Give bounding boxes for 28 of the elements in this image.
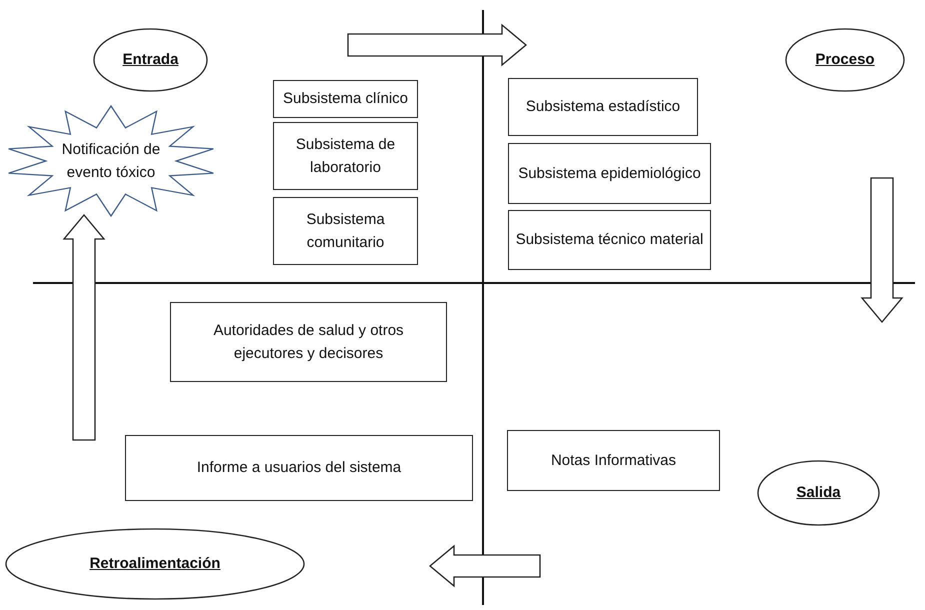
- process-box: [273, 122, 418, 190]
- box-text: Subsistema estadístico: [526, 97, 680, 118]
- process-box: [273, 197, 418, 265]
- box-text: Subsistema comunitario: [305, 210, 386, 253]
- heading-text: Proceso: [815, 50, 875, 70]
- process-box: [508, 210, 711, 270]
- process-box: [508, 143, 711, 204]
- heading-text: Salida: [796, 483, 841, 504]
- box-text: Notas Informativas: [550, 450, 676, 471]
- process-box: [170, 302, 447, 382]
- box-text: Subsistema de laboratorio: [294, 134, 396, 178]
- box-text: Notificación de evento tóxico: [60, 140, 162, 183]
- heading-text: Entrada: [122, 50, 178, 70]
- box-text: Subsistema clínico: [282, 89, 408, 110]
- process-box: [507, 430, 720, 491]
- process-box: [125, 435, 473, 501]
- block-arrow: [62, 214, 106, 441]
- box-text: Subsistema técnico material: [516, 230, 704, 250]
- ellipse-node: [5, 528, 305, 600]
- box-text: Autoridades de salud y otros ejecutores y decisores: [212, 320, 405, 364]
- heading-text: Retroalimentación: [90, 554, 220, 574]
- box-text: Informe a usuarios del sistema: [196, 458, 402, 478]
- ellipse-node: [785, 28, 905, 92]
- ellipse-node: [757, 460, 880, 526]
- process-box: [508, 78, 698, 136]
- process-box: [273, 80, 418, 118]
- box-text: Subsistema epidemiológico: [518, 164, 701, 184]
- ellipse-node: [93, 28, 208, 92]
